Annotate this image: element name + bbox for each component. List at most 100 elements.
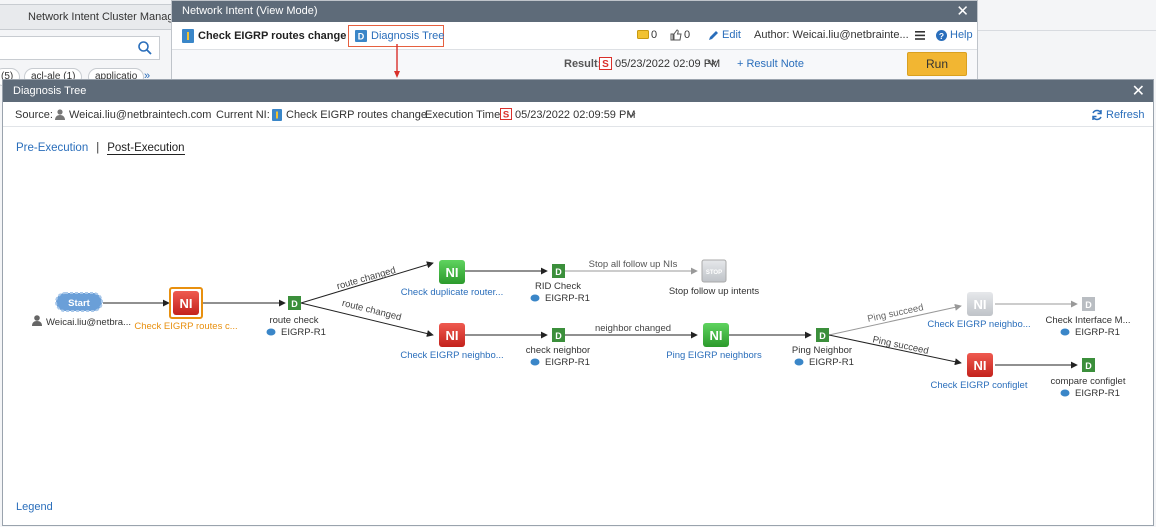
d-badge: D [555,331,562,341]
user-icon [55,109,65,120]
device-icon [1060,328,1070,336]
device-label: EIGRP-R1 [545,357,590,368]
ping-neighbor-label: Ping Neighbor [792,345,852,356]
tree-edge [300,261,434,304]
svg-text:S: S [602,59,609,70]
svg-text:D: D [358,32,365,42]
tree-node-ni-check-neighbor[interactable]: NI [439,323,465,347]
tab-post-execution[interactable]: Post-Execution [107,142,185,155]
source-label: Source: [15,109,53,121]
dt-window-titlebar: Diagnosis Tree ✕ [3,80,1153,102]
d-badge: D [1085,361,1092,371]
check-interface-label: Check Interface M... [1045,315,1130,326]
tree-node-ni-ping-neighbors[interactable]: NI [703,323,729,347]
start-label: Start [68,298,90,309]
edge-label: Stop all follow up NIs [589,259,678,270]
tree-node-ni-check-configlet[interactable]: NI [967,353,993,377]
menu-icon[interactable] [915,31,925,40]
background-search-input[interactable] [0,36,160,60]
chevron-down-icon[interactable] [627,111,636,119]
tree-node-ni-root[interactable]: NI [169,287,203,319]
user-icon [32,315,42,326]
ni-check-neighbor-label[interactable]: Check EIGRP neighbo... [400,350,503,361]
edge-label: Ping succeed [866,302,924,325]
tree-node-route-check[interactable]: D [288,296,301,310]
edit-button[interactable]: Edit [722,29,741,41]
tab-pre-execution[interactable]: Pre-Execution [16,142,89,154]
ni-window-title: Network Intent (View Mode) [182,5,318,17]
device-icon [530,294,540,302]
ni-ping-neighbors-label[interactable]: Ping EIGRP neighbors [666,350,762,361]
run-button[interactable]: Run [907,52,967,76]
help-button[interactable]: Help [950,29,973,41]
background-right-area [978,0,1156,80]
background-tab-label: Network Intent Cluster Manag [28,11,174,23]
tree-node-stop[interactable]: STOP [701,259,727,283]
edit-icon[interactable] [708,30,719,41]
tree-node-ni-check-duplicate[interactable]: NI [439,260,465,284]
edge-label: neighbor changed [595,323,671,334]
execution-time[interactable]: 05/23/2022 02:09:59 PM [515,109,636,121]
comment-icon[interactable] [637,30,649,41]
svg-text:?: ? [939,31,944,41]
tree-node-start[interactable]: Start [55,292,103,312]
chevron-down-icon[interactable] [707,58,717,68]
ni-badge: NI [446,328,459,343]
d-badge: D [291,299,298,309]
tree-node-check-neighbor[interactable]: D [552,328,565,342]
tree-node-rid-check[interactable]: D [552,264,565,278]
background-tab[interactable]: Network Intent Cluster Manag [0,4,178,30]
ni-check-duplicate-label[interactable]: Check duplicate router... [401,287,503,298]
device-label: EIGRP-R1 [1075,327,1120,338]
search-icon[interactable] [137,40,153,56]
close-icon[interactable]: ✕ [956,3,969,20]
network-intent-window: Network Intent (View Mode) ✕ Check EIGRP… [171,0,978,80]
diagnosis-tree-label: Diagnosis Tree [371,30,445,42]
result-note-button[interactable]: + Result Note [737,58,804,70]
tree-node-check-interface[interactable]: D [1082,297,1095,311]
execution-tabs: Pre-Execution|Post-Execution [16,142,185,155]
help-icon[interactable]: ? [936,30,947,41]
result-status-icon: S [500,108,512,120]
result-label: Result: [564,58,602,70]
ni-badge: NI [446,265,459,280]
thumbs-up-icon[interactable] [670,29,682,41]
stop-badge: STOP [706,270,722,276]
diagnosis-tree-button[interactable]: D Diagnosis Tree [348,25,444,47]
ni-badge: NI [974,358,987,373]
ni-check-configlet-label[interactable]: Check EIGRP configlet [931,380,1028,391]
chips-more-icon[interactable]: » [144,70,151,82]
ni-name: Check EIGRP routes change [198,30,347,42]
refresh-icon[interactable] [1091,109,1103,121]
ni-root-label[interactable]: Check EIGRP routes c... [134,321,237,332]
start-user: Weicai.liu@netbra... [46,317,131,328]
d-badge: D [819,331,826,341]
current-ni-label: Current NI: [216,109,270,121]
diagnosis-tree-diagram: route changed route changed Stop all fol… [32,259,1131,399]
dt-window-title: Diagnosis Tree [13,85,87,97]
tree-node-compare-configlet[interactable]: D [1082,358,1095,372]
edge-label: Ping succeed [871,334,929,357]
refresh-button[interactable]: Refresh [1106,109,1145,121]
ni-toolbar: Check EIGRP routes change D Diagnosis Tr… [172,22,977,50]
legend-link[interactable]: Legend [16,501,53,513]
tree-node-ni-check-neighbor-2[interactable]: NI [967,292,993,316]
compare-configlet-label: compare configlet [1051,376,1126,387]
device-icon [794,358,804,366]
ni-window-titlebar: Network Intent (View Mode) ✕ [172,1,977,22]
result-status-icon: S [599,57,612,70]
result-bar: Result: S 05/23/2022 02:09 PM + Result N… [527,55,977,79]
edge-label: route changed [336,265,397,292]
ni-check-neighbor-2-label[interactable]: Check EIGRP neighbo... [927,319,1030,330]
network-intent-icon [182,29,194,43]
execution-time-label: Execution Time: [425,109,504,121]
tree-node-ping-neighbor[interactable]: D [816,328,829,342]
diagnosis-tree-window: Diagnosis Tree ✕ Source: Weicai.liu@netb… [2,79,1154,526]
rid-check-label: RID Check [535,281,581,292]
author-label: Author: Weicai.liu@netbrainte... [754,29,909,41]
device-icon [1060,389,1070,397]
d-badge: D [1085,300,1092,310]
close-icon[interactable]: ✕ [1131,83,1145,100]
tree-edge [828,303,962,336]
diagnosis-tree-canvas: route changed route changed Stop all fol… [3,180,1153,490]
